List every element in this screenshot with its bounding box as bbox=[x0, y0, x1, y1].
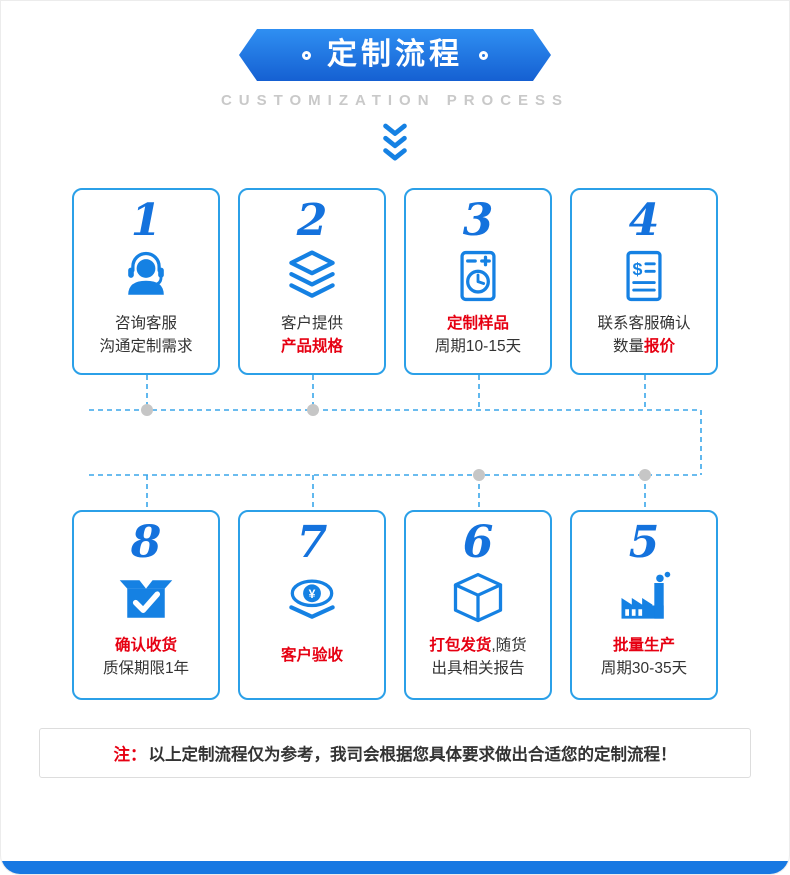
step-card-6: 6 打包发货,随货 出具相关报告 bbox=[404, 510, 552, 700]
page-title: 定制流程 bbox=[327, 38, 463, 71]
text-seg: 产品规格 bbox=[280, 338, 343, 355]
step-card-3: 3 定制样品 周期10-15天 bbox=[404, 188, 552, 375]
text-line: 客户验收 bbox=[240, 644, 384, 667]
step-description: 确认收货 质保期限1年 bbox=[74, 634, 218, 680]
step-number: 5 bbox=[628, 517, 660, 568]
text-seg: 出具相关报告 bbox=[431, 660, 525, 677]
text-seg: 客户提供 bbox=[280, 315, 343, 332]
step-description: 客户提供 产品规格 bbox=[240, 312, 384, 358]
text-line: 数量报价 bbox=[572, 335, 716, 358]
chevron-down-icon bbox=[383, 123, 407, 161]
text-seg: 批量生产 bbox=[612, 637, 675, 654]
step-description: 咨询客服 沟通定制需求 bbox=[74, 312, 218, 358]
text-line: 出具相关报告 bbox=[406, 657, 550, 680]
flow-connector bbox=[89, 375, 702, 510]
step-number: 8 bbox=[130, 517, 162, 568]
text-line: 咨询客服 bbox=[74, 312, 218, 335]
text-line: 打包发货,随货 bbox=[406, 634, 550, 657]
text-seg: 沟通定制需求 bbox=[99, 338, 193, 355]
step-number: 7 bbox=[296, 517, 328, 568]
bottom-bar bbox=[1, 861, 789, 874]
text-line: 确认收货 bbox=[74, 634, 218, 657]
text-seg: 打包发货 bbox=[429, 637, 492, 654]
step-description: 联系客服确认 数量报价 bbox=[572, 312, 716, 358]
text-seg: 质保期限1年 bbox=[102, 660, 190, 677]
text-seg: 周期10-15天 bbox=[434, 338, 522, 355]
step-description: 客户验收 bbox=[240, 644, 384, 667]
text-seg: 数量 bbox=[612, 338, 644, 355]
box-check-icon bbox=[116, 568, 176, 628]
steps-row-bottom: 8 确认收货 质保期限1年 7 ¥ bbox=[1, 510, 789, 700]
note-prefix: 注： bbox=[113, 746, 147, 764]
chevrons-down-icon bbox=[1, 122, 789, 164]
sample-machine-icon bbox=[448, 246, 508, 306]
text-seg: 定制样品 bbox=[446, 315, 509, 332]
factory-icon bbox=[614, 568, 674, 628]
package-box-icon bbox=[448, 568, 508, 628]
text-line: 产品规格 bbox=[240, 335, 384, 358]
ring-dot-icon bbox=[302, 50, 311, 60]
dollar-glyph: $ bbox=[632, 259, 642, 279]
step-card-7: 7 ¥ 客户验收 bbox=[238, 510, 386, 700]
text-line: 沟通定制需求 bbox=[74, 335, 218, 358]
step-description: 批量生产 周期30-35天 bbox=[572, 634, 716, 680]
step-number: 4 bbox=[628, 195, 660, 246]
step-number: 1 bbox=[130, 195, 162, 246]
step-card-1: 1 咨询客服 沟通定制需求 bbox=[72, 188, 220, 375]
price-document-icon: $ bbox=[614, 246, 674, 306]
banner-ribbon: 定制流程 bbox=[239, 29, 551, 81]
steps-row-top: 1 咨询客服 沟通定制需求 2 bbox=[1, 188, 789, 375]
step-number: 3 bbox=[462, 195, 494, 246]
text-seg: 周期30-35天 bbox=[600, 660, 688, 677]
step-number: 6 bbox=[462, 517, 494, 568]
step-card-4: 4 $ 联系客服确认 数量报价 bbox=[570, 188, 718, 375]
step-description: 打包发货,随货 出具相关报告 bbox=[406, 634, 550, 680]
text-line: 批量生产 bbox=[572, 634, 716, 657]
yen-glyph: ¥ bbox=[309, 587, 316, 601]
text-seg: ,随货 bbox=[491, 637, 527, 654]
step-card-2: 2 客户提供 产品规格 bbox=[238, 188, 386, 375]
text-line: 周期30-35天 bbox=[572, 657, 716, 680]
note-box: 注： 以上定制流程仅为参考，我司会根据您具体要求做出合适您的定制流程！ bbox=[39, 728, 751, 778]
text-line: 质保期限1年 bbox=[74, 657, 218, 680]
badge-yen-icon: ¥ bbox=[282, 568, 342, 628]
text-line: 定制样品 bbox=[406, 312, 550, 335]
stacked-layers-icon bbox=[282, 246, 342, 306]
text-seg: 客户验收 bbox=[280, 647, 343, 664]
step-description: 定制样品 周期10-15天 bbox=[406, 312, 550, 358]
note-body: 以上定制流程仅为参考，我司会根据您具体要求做出合适您的定制流程！ bbox=[148, 746, 677, 764]
text-seg: 联系客服确认 bbox=[597, 315, 691, 332]
text-seg: 确认收货 bbox=[114, 637, 177, 654]
text-line: 周期10-15天 bbox=[406, 335, 550, 358]
step-card-5: 5 批量生产 周期30-35天 bbox=[570, 510, 718, 700]
ring-dot-icon bbox=[479, 50, 488, 60]
text-line: 联系客服确认 bbox=[572, 312, 716, 335]
text-seg: 咨询客服 bbox=[114, 315, 177, 332]
step-number: 2 bbox=[296, 195, 328, 246]
step-card-8: 8 确认收货 质保期限1年 bbox=[72, 510, 220, 700]
page-subtitle: CUSTOMIZATION PROCESS bbox=[220, 92, 570, 109]
text-line: 客户提供 bbox=[240, 312, 384, 335]
headset-agent-icon bbox=[116, 246, 176, 306]
text-seg: 报价 bbox=[644, 338, 676, 355]
